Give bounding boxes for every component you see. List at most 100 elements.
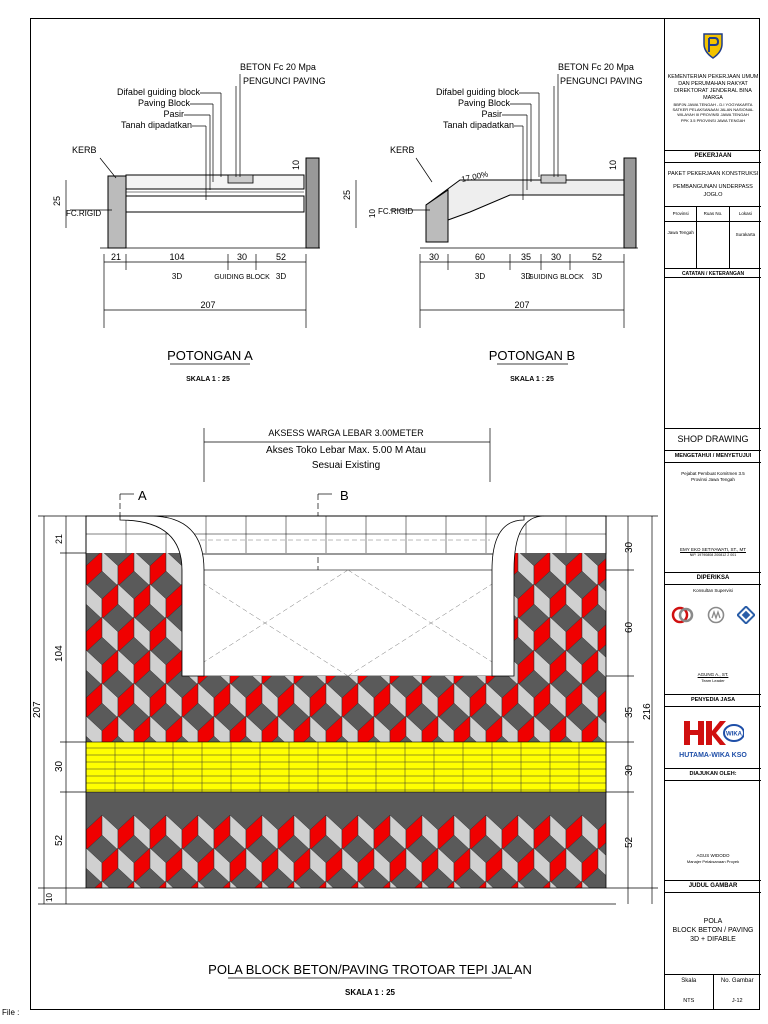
section-a-label-difabel: Difabel guiding block (117, 87, 201, 97)
section-a-paving-layer (125, 174, 305, 190)
loc-ruas (697, 222, 730, 268)
section-b-scale: SKALA 1 : 25 (510, 376, 554, 383)
section-a-total: 207 (200, 300, 215, 310)
paving-tile (630, 650, 646, 685)
section-b-label-tanah: Tanah dipadatkan (443, 120, 514, 130)
section-b-kerb-label: KERB (390, 145, 415, 155)
cut-b-label: B (340, 488, 349, 503)
paving-tile (86, 553, 87, 587)
paving-tile (614, 716, 630, 751)
section-b-title: POTONGAN B (489, 348, 575, 363)
pejabat-line-1: Pejabat Pembuat Komitmen 3.5 (681, 471, 745, 476)
section-b-dim-30b: 30 (551, 252, 561, 262)
section-a-height-left: 25 (52, 196, 62, 206)
loc-lokasi: Surakarta (735, 232, 756, 237)
section-b-dim-35: 35 (521, 252, 531, 262)
section-b-dim-52: 52 (592, 252, 602, 262)
signer-2: AGUNG A., ST. (697, 671, 729, 677)
section-a-label-beton: BETON Fc 20 Mpa (240, 62, 316, 72)
paving-tile (614, 881, 630, 916)
paving-tile (149, 553, 167, 587)
section-a-sub-guiding: GUIDING BLOCK (214, 274, 270, 281)
penyedia-head: PENYEDIA JASA (690, 697, 736, 703)
paving-tile (86, 616, 87, 653)
location-cell: Provinsi Ruas No. Lokasi Jawa Tengah Sur… (665, 206, 761, 268)
section-b-sub-3d-2: 3D (521, 272, 531, 281)
title-block: KEMENTERIAN PEKERJAAN UMUM DAN PERUMAHAN… (664, 18, 761, 1010)
section-b-dim-30: 30 (429, 252, 439, 262)
right-dim-52: 52 (624, 836, 635, 848)
catatan-head: CATATAN / KETERANGAN (681, 271, 745, 277)
paving-tile (614, 848, 630, 883)
right-dim-35: 35 (624, 706, 635, 718)
paving-tile (614, 584, 630, 619)
consultant-logos (665, 605, 761, 624)
section-a-kerb-label: KERB (72, 145, 97, 155)
section-b-height-right: 10 (608, 160, 618, 170)
judul-line-3: 3D + DIFABLE (690, 936, 736, 944)
left-kerb-return (119, 515, 205, 677)
section-b-right-wall (623, 157, 637, 249)
section-b-label-difabel: Difabel guiding block (436, 87, 520, 97)
right-total-216: 216 (642, 703, 653, 720)
section-a-dim-52: 52 (276, 252, 286, 262)
guiding-block-lines (86, 742, 606, 792)
consultant-logo-1-icon (671, 606, 694, 624)
pekerjaan-line-1: PAKET PEKERJAAN KONSTRUKSI (667, 171, 759, 177)
left-dim-21: 21 (54, 534, 64, 544)
section-b-sub-3d-3: 3D (592, 272, 602, 281)
skala-head: Skala (681, 978, 697, 984)
signer-2-role: Team Leader (701, 677, 725, 683)
paving-tile (54, 683, 70, 718)
svg-text:WIKA: WIKA (726, 732, 743, 738)
section-a-dim-21: 21 (111, 252, 121, 262)
contractor-name: HUTAMA-WIKA KSO (679, 752, 747, 759)
paving-tile (86, 553, 103, 587)
diajukan-head: DIAJUKAN OLEH: (689, 771, 737, 777)
section-a-label-tanah: Tanah dipadatkan (121, 120, 192, 130)
section-a-scale: SKALA 1 : 25 (186, 376, 230, 383)
right-dimension-lines (606, 515, 658, 904)
no-gambar-value: J-12 (731, 997, 743, 1004)
section-b-label-paving: Paving Block (458, 98, 511, 108)
pejabat-cell: Pejabat Pembuat Komitmen 3.5 Provinsi Ja… (665, 462, 761, 572)
section-b-label-pasir: Pasir (481, 109, 502, 119)
judul-line-1: POLA (703, 918, 723, 925)
shop-drawing: SHOP DRAWING (677, 434, 749, 444)
org-line-2: DAN PERUMAHAN RAKYAT (678, 81, 748, 88)
org-line-4: BBPJN JAWA TENGAH - D.I YOGYAKARTA (673, 102, 753, 108)
section-b-label-beton: BETON Fc 20 Mpa (558, 62, 634, 72)
paving-tile (597, 553, 606, 587)
section-a-label-pasir: Pasir (163, 109, 184, 119)
section-a-dimension-lines (65, 180, 307, 328)
section-a-leaders (70, 74, 241, 211)
signer-1-nip: NIP. 19790808 200812 2 001 (689, 552, 737, 557)
mengetahui-cell: MENGETAHUI / MENYETUJUI (665, 450, 761, 462)
pejabat-line-2: Provinsi Jawa Tengah (691, 476, 735, 482)
access-line-1: AKSESS WARGA LEBAR 3.00METER (268, 428, 424, 438)
section-a-kerb (107, 175, 127, 249)
paving-tile (117, 553, 135, 587)
guiding-block-strip (85, 741, 607, 793)
org-line-1: KEMENTERIAN PEKERJAAN UMUM (667, 74, 759, 80)
paving-tile (86, 814, 87, 851)
section-b-sub-3d-1: 3D (475, 272, 485, 281)
paving-tile (614, 650, 630, 685)
paving-tile (630, 848, 646, 883)
paving-tile (630, 716, 646, 751)
pekerjaan-cell: PAKET PEKERJAAN KONSTRUKSI PEMBANGUNAN U… (665, 162, 761, 206)
left-total-207: 207 (32, 701, 43, 718)
right-dim-30b: 30 (624, 764, 635, 776)
contractor-cell: WIKA HUTAMA-WIKA KSO (665, 706, 761, 768)
right-dim-30: 30 (624, 541, 635, 553)
section-b-dim-60: 60 (475, 252, 485, 262)
file-label: File : (2, 1008, 20, 1017)
paving-tile (54, 551, 70, 586)
paving-tile (597, 682, 606, 719)
access-line-3: Sesuai Existing (312, 460, 380, 471)
signer-3: AGUS WIDODO (696, 853, 730, 858)
org-line-5: SATKER PELAKSANAAN JALAN NASIONAL (672, 107, 754, 113)
loc-provinsi: Jawa Tengah (665, 222, 698, 268)
paving-tile (597, 583, 606, 620)
diperiksa-head: DIPERIKSA (696, 575, 730, 581)
